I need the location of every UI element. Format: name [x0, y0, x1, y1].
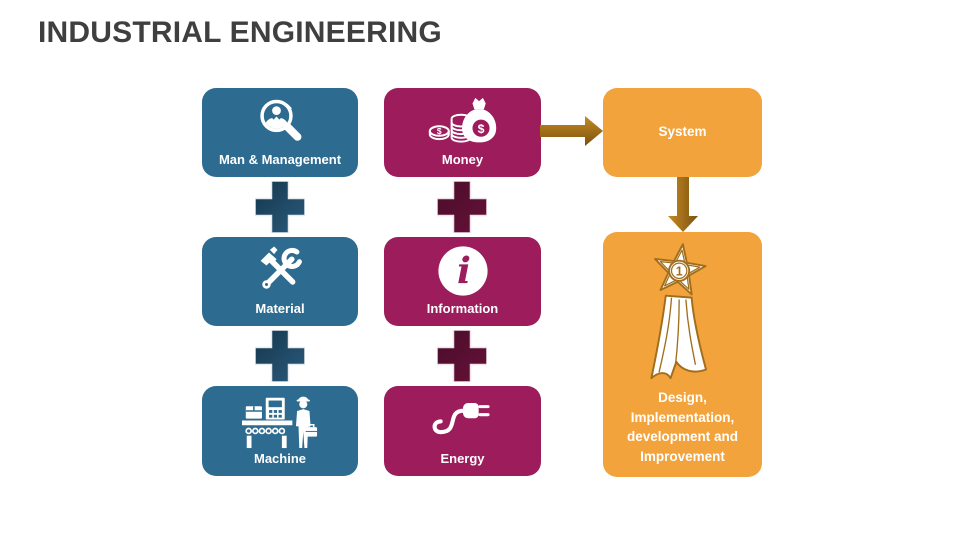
box-label: Information: [426, 301, 499, 317]
money-to-system-arrow: [540, 113, 603, 154]
svg-text:$: $: [436, 126, 441, 136]
box-material: Material: [202, 237, 358, 326]
box-information: i Information: [384, 237, 541, 326]
box-label: Man & Management: [218, 152, 342, 168]
box-label: Machine: [253, 451, 306, 467]
system-to-design-arrow: [665, 177, 701, 237]
box-system: System: [603, 88, 762, 177]
plus-connector: [254, 329, 306, 383]
box-machine: Machine: [202, 386, 358, 476]
svg-text:$: $: [477, 122, 484, 136]
slide-title: INDUSTRIAL ENGINEERING: [38, 16, 442, 49]
money-bag-icon: $ $: [384, 88, 541, 152]
box-money: $ $ Money: [384, 88, 541, 177]
box-label: System: [658, 124, 707, 140]
plus-connector: [254, 180, 306, 234]
info-icon: i: [384, 237, 541, 301]
svg-text:1: 1: [675, 265, 682, 279]
box-label: Material: [255, 301, 305, 317]
box-label: Design, Implementation, development and …: [626, 390, 739, 464]
plus-connector: [436, 329, 488, 383]
hammer-wrench-icon: [202, 237, 358, 301]
box-label: Energy: [440, 451, 485, 467]
box-man-management: Man & Management: [202, 88, 358, 177]
plus-connector: [436, 180, 488, 234]
factory-machine-icon: [202, 386, 358, 451]
box-energy: Energy: [384, 386, 541, 476]
power-plug-icon: [384, 386, 541, 451]
box-design: 1 Design, Implementation, development an…: [603, 232, 762, 477]
box-label: Money: [441, 152, 484, 168]
svg-text:i: i: [457, 250, 471, 293]
award-ribbon-icon: 1: [603, 232, 762, 388]
person-magnifier-icon: [202, 88, 358, 152]
